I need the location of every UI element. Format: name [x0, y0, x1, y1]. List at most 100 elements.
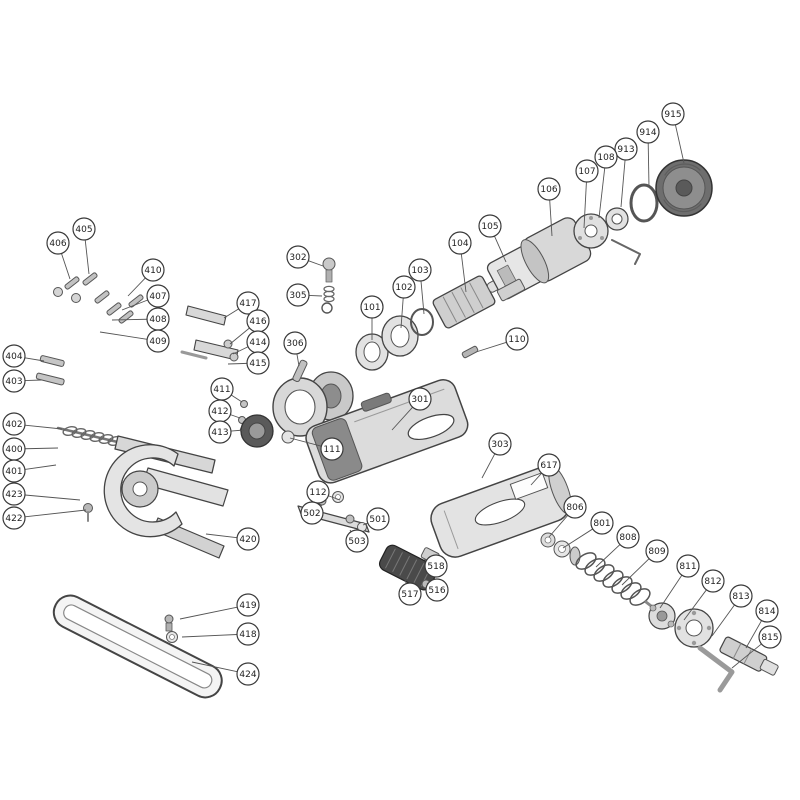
- leader-line: [61, 253, 71, 280]
- balloon-label: 414: [249, 338, 266, 348]
- balloon-808: 808: [595, 525, 640, 568]
- leader-line: [24, 424, 63, 430]
- balloon-label: 420: [239, 535, 256, 545]
- balloon-label: 401: [5, 467, 22, 477]
- balloon-408: 408: [111, 307, 170, 331]
- balloon-circle: [614, 137, 638, 161]
- leader-line: [24, 464, 57, 470]
- balloon-502: 502: [300, 501, 324, 525]
- leader-line: [548, 515, 569, 538]
- balloon-501: 501: [362, 507, 390, 531]
- balloon-circle: [636, 120, 660, 144]
- balloon-circle: [729, 584, 753, 608]
- part-valve-washers: [540, 532, 581, 566]
- leader-line: [481, 453, 496, 479]
- leader-line: [205, 533, 238, 539]
- balloon-circle: [360, 295, 384, 319]
- leader-line: [84, 239, 90, 275]
- balloon-106: 106: [537, 177, 561, 237]
- balloon-label: 811: [679, 562, 696, 572]
- balloon-label: 914: [639, 128, 656, 138]
- leader-line: [731, 643, 762, 669]
- balloon-circle: [236, 593, 260, 617]
- balloon-label: 517: [401, 590, 418, 600]
- balloon-503: 503: [345, 529, 369, 553]
- leader-line: [121, 299, 148, 311]
- balloon-915: 915: [661, 102, 685, 164]
- balloon-circle: [755, 599, 779, 623]
- balloon-419: 419: [179, 593, 260, 620]
- balloon-circle: [408, 387, 432, 411]
- balloon-400: 400: [2, 437, 59, 461]
- leader-line: [475, 341, 507, 353]
- balloon-410: 410: [127, 258, 165, 297]
- balloon-406: 406: [46, 231, 71, 280]
- balloon-circle: [236, 527, 260, 551]
- balloon-circle: [398, 582, 422, 606]
- balloon-label: 808: [619, 533, 636, 543]
- balloon-label: 502: [303, 509, 320, 519]
- part-fastener-screws: [53, 272, 144, 324]
- leader-line: [24, 447, 59, 450]
- balloon-label: 409: [149, 337, 166, 347]
- balloon-label: 806: [566, 503, 583, 513]
- balloon-label: 518: [427, 562, 444, 572]
- balloon-303: 303: [481, 432, 512, 479]
- balloon-418: 418: [181, 622, 260, 646]
- balloon-circle: [2, 344, 26, 368]
- balloon-415: 415: [227, 351, 270, 375]
- balloon-813: 813: [711, 584, 753, 637]
- leader-line: [647, 142, 650, 188]
- balloon-405: 405: [72, 217, 96, 275]
- part-idler-brackets: [180, 305, 257, 437]
- leader-line: [400, 297, 404, 329]
- balloon-circle: [345, 529, 369, 553]
- balloon-circle: [320, 437, 344, 461]
- part-angle-head: [240, 371, 354, 503]
- balloon-label: 102: [395, 283, 412, 293]
- balloon-circle: [286, 283, 310, 307]
- balloon-label: 809: [648, 547, 665, 557]
- balloon-label: 403: [5, 377, 22, 387]
- balloon-913: 913: [614, 137, 638, 208]
- balloon-circle: [478, 214, 502, 238]
- balloon-label: 501: [369, 515, 386, 525]
- balloon-label: 306: [286, 339, 303, 349]
- balloon-812: 812: [683, 569, 725, 621]
- leader-line: [620, 159, 626, 208]
- balloon-417: 417: [223, 291, 260, 319]
- balloon-label: 408: [149, 315, 166, 325]
- balloon-414: 414: [232, 330, 270, 355]
- leader-line: [296, 353, 300, 367]
- balloon-305: 305: [286, 283, 323, 307]
- part-grip-sleeve: [378, 544, 438, 591]
- balloon-circle: [563, 495, 587, 519]
- leader-line: [99, 331, 148, 340]
- balloon-label: 106: [540, 185, 557, 195]
- balloon-circle: [616, 525, 640, 549]
- balloon-circle: [146, 284, 170, 308]
- balloon-circle: [2, 506, 26, 530]
- balloon-label: 424: [239, 670, 256, 680]
- balloon-label: 815: [761, 633, 778, 643]
- balloon-label: 112: [309, 488, 326, 498]
- balloon-110: 110: [475, 327, 529, 353]
- balloon-label: 108: [597, 153, 614, 163]
- balloon-424: 424: [191, 661, 260, 686]
- leader-line: [530, 472, 542, 486]
- balloon-914: 914: [636, 120, 660, 188]
- leader-line: [683, 589, 707, 621]
- balloon-label: 402: [5, 420, 22, 430]
- balloon-label: 417: [239, 299, 256, 309]
- balloon-420: 420: [205, 527, 260, 551]
- balloon-label: 516: [428, 586, 445, 596]
- balloon-815: 815: [731, 625, 782, 669]
- balloon-label: 301: [411, 395, 428, 405]
- part-exhaust-plate: [496, 278, 526, 302]
- balloon-label: 801: [593, 519, 610, 529]
- balloon-label: 913: [617, 145, 634, 155]
- balloon-811: 811: [659, 554, 700, 609]
- leader-line: [362, 522, 368, 526]
- leader-line: [24, 379, 43, 382]
- part-o-ring: [629, 183, 659, 223]
